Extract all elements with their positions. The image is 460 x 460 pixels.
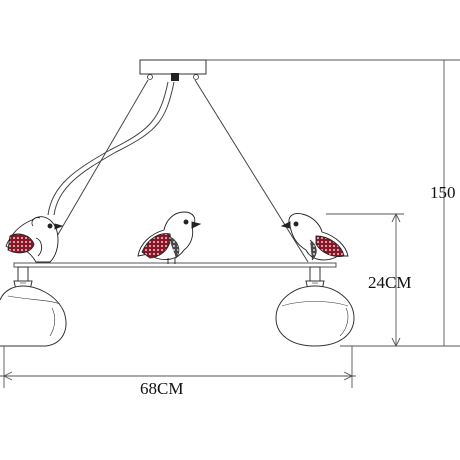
total-height-label: 150 (430, 183, 456, 202)
body-height-dimension (326, 212, 404, 348)
left-lamp (0, 266, 67, 347)
right-bird (280, 213, 349, 261)
width-dimension (0, 346, 356, 388)
suspension-cables (41, 79, 309, 263)
right-lamp (275, 266, 355, 347)
width-label: 68CM (140, 379, 183, 398)
total-height-dimension (206, 59, 460, 347)
left-bird (5, 216, 64, 263)
body-height-label: 24CM (368, 273, 411, 292)
ceiling-canopy (139, 59, 207, 81)
center-bird (137, 211, 202, 264)
